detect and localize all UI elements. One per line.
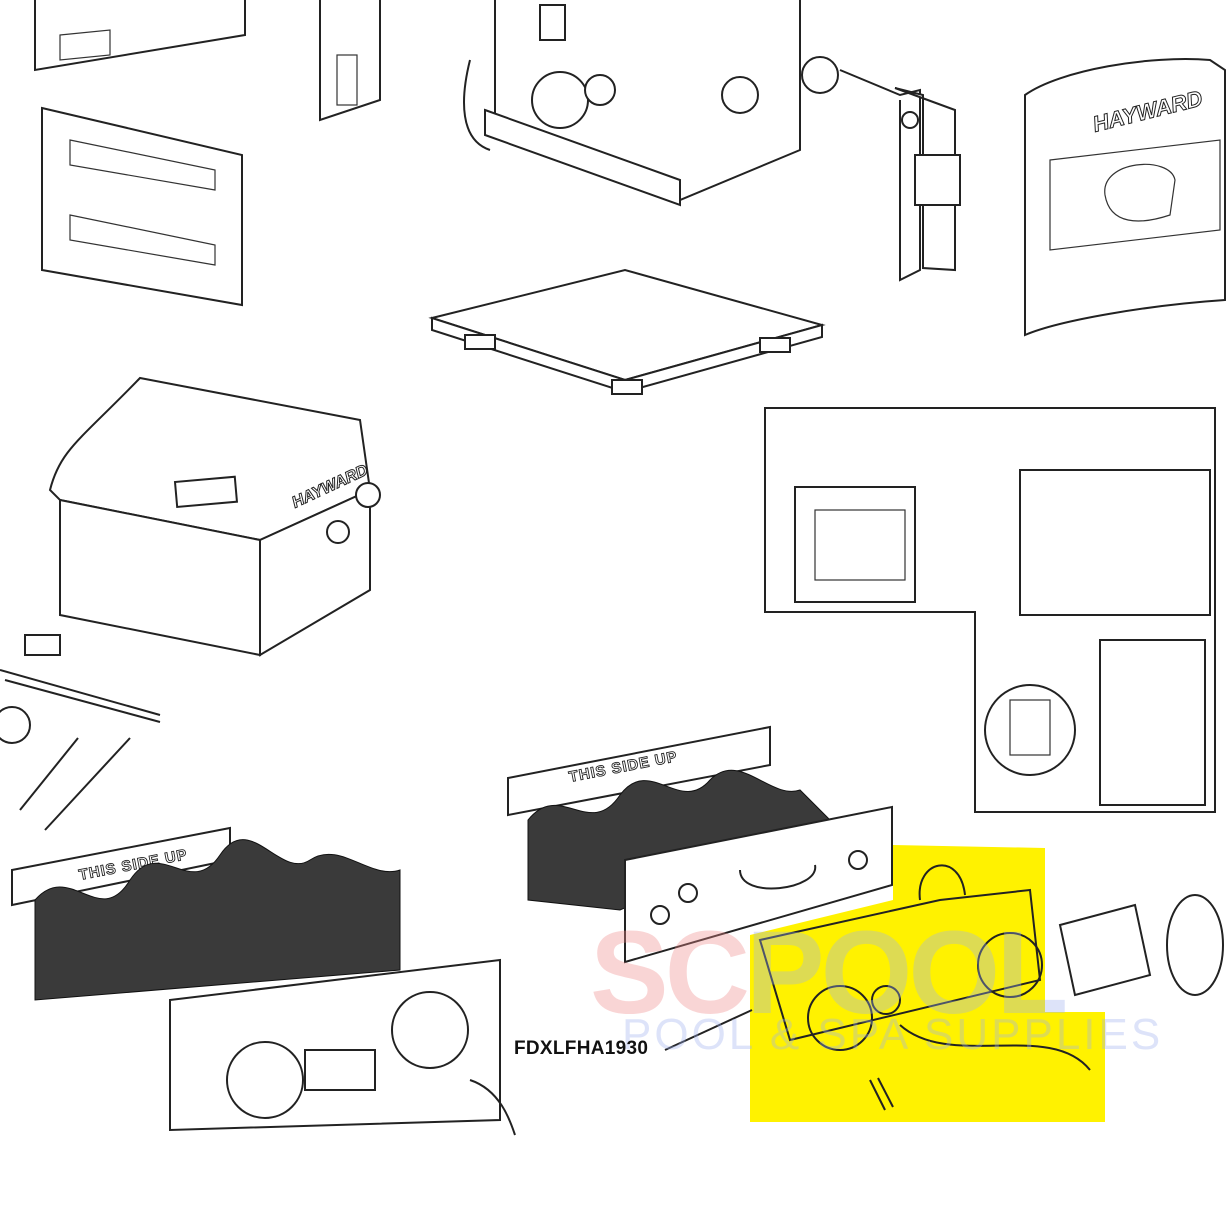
front-panel-top-left xyxy=(34,0,246,72)
part-number-callout: FDXLFHA1930 xyxy=(514,1038,649,1059)
burner-tray-assembly xyxy=(463,0,839,207)
heat-exchanger-left: THIS SIDE UP xyxy=(11,826,516,1136)
control-bracket xyxy=(839,69,961,282)
heater-cabinet: HAYWARD xyxy=(48,376,381,657)
bypass-valve-and-union xyxy=(1058,894,1224,997)
watermark-logo: SCPOOL xyxy=(590,905,1068,1041)
access-door-panel xyxy=(41,106,243,307)
front-cover: HAYWARD xyxy=(1024,58,1226,337)
highlighted-part-region xyxy=(750,845,1105,1122)
control-board-panel xyxy=(764,407,1216,813)
base-pan xyxy=(428,268,826,395)
callout-leader-line xyxy=(664,1009,753,1051)
burner-manifold-parts xyxy=(0,634,161,831)
inlet-outlet-header-fdxlfha1930 xyxy=(758,864,1091,1111)
watermark-text-2: POOL xyxy=(745,907,1068,1039)
watermark-tagline: POOL & SPA SUPPLIES xyxy=(622,1010,1164,1059)
side-panel xyxy=(319,0,381,122)
watermark-text-1: SC xyxy=(590,907,750,1039)
